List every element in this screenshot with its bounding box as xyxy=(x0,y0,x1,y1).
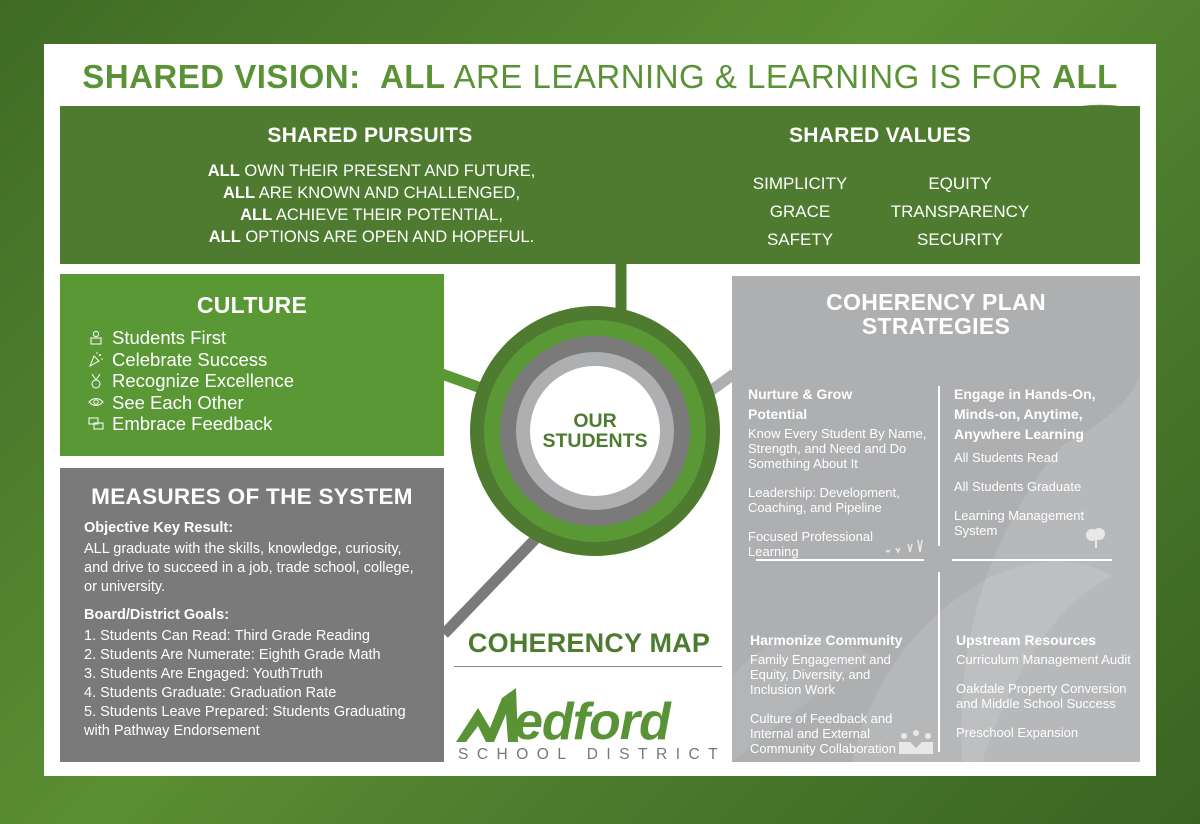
logo-wordmark: edford xyxy=(514,693,671,751)
value-item: TRANSPARENCY xyxy=(890,202,1030,221)
culture-list: Students First Celebrate Success Recogni… xyxy=(86,327,444,435)
strategy-item: Preschool Expansion xyxy=(956,725,1079,740)
goals-list: 1. Students Can Read: Third Grade Readin… xyxy=(84,627,444,741)
pursuit-line: ALL OPTIONS ARE OPEN AND HOPEFUL. xyxy=(208,228,535,246)
goal-item: 5. Students Leave Prepared: Students Gra… xyxy=(84,704,406,739)
culture-item: Students First xyxy=(86,327,444,349)
goal-item: 1. Students Can Read: Third Grade Readin… xyxy=(84,628,370,644)
culture-item: Recognize Excellence xyxy=(86,370,444,392)
okr-text: ALL graduate with the skills, knowledge,… xyxy=(84,541,414,595)
strategy-item: Leadership: Development, Coaching, and P… xyxy=(748,485,900,515)
our-students-label: OUR STUDENTS xyxy=(542,410,648,452)
goal-item: 3. Students Are Engaged: YouthTruth xyxy=(84,666,323,682)
strategy-item: Family Engagement and Equity, Diversity,… xyxy=(750,652,891,697)
shared-pursuits-title: SHARED PURSUITS xyxy=(267,124,473,147)
mountain-m-icon xyxy=(456,688,518,742)
strategy-item: Culture of Feedback and Internal and Ext… xyxy=(750,711,896,756)
sprouts-icon xyxy=(885,539,923,554)
medford-logo: edford SCHOOL DISTRICT xyxy=(456,684,722,768)
quadrant-harmonize: Harmonize Community Family Engagement an… xyxy=(750,630,935,762)
ring-center xyxy=(530,366,660,496)
culture-item: Embrace Feedback xyxy=(86,413,444,435)
party-popper-icon xyxy=(86,351,106,368)
value-item: SAFETY xyxy=(766,230,834,249)
culture-item: See Each Other xyxy=(86,392,444,414)
headline-prefix: SHARED VISION: xyxy=(82,58,361,95)
strategies-panel: COHERENCY PLAN STRATEGIES Nurture & Grow… xyxy=(732,276,1140,762)
strategy-item: Focused Professional Learning xyxy=(748,529,874,559)
strategy-item: Know Every Student By Name, Strength, an… xyxy=(748,426,927,471)
community-icon xyxy=(899,730,933,754)
coherency-map-card: SHARED VISION: ALL ARE LEARNING & LEARNI… xyxy=(44,44,1156,776)
headline-all-1: ALL xyxy=(379,58,446,95)
pursuit-line: ALL ACHIEVE THEIR POTENTIAL, xyxy=(240,206,503,224)
quadrant-engage: Engage in Hands-On, Minds-on, Anytime, A… xyxy=(954,384,1139,552)
divider xyxy=(952,559,1112,561)
quadrant-upstream: Upstream Resources Curriculum Management… xyxy=(956,630,1140,754)
strategy-item: Learning Management System xyxy=(954,508,1085,538)
value-item: SECURITY xyxy=(917,230,1003,249)
headline-middle: ARE LEARNING & LEARNING IS FOR xyxy=(453,58,1043,95)
measures-panel: MEASURES OF THE SYSTEM Objective Key Res… xyxy=(60,468,444,762)
shared-values: SHARED VALUES SIMPLICITY EQUITY GRACE TR… xyxy=(660,124,1100,252)
quadrant-nurture: Nurture & Grow Potential Know Every Stud… xyxy=(748,384,933,573)
quadrant-heading: Nurture & Grow Potential xyxy=(748,386,853,422)
headline-all-2: ALL xyxy=(1052,58,1118,95)
strategies-title: COHERENCY PLAN STRATEGIES xyxy=(826,289,1046,339)
strategy-item: All Students Graduate xyxy=(954,479,1082,494)
strategy-item: Oakdale Property Conversion and Middle S… xyxy=(956,681,1127,711)
shared-vision-headline: SHARED VISION: ALL ARE LEARNING & LEARNI… xyxy=(44,58,1156,111)
culture-title: CULTURE xyxy=(196,292,308,318)
divider xyxy=(938,572,940,752)
measures-title: MEASURES OF THE SYSTEM xyxy=(91,484,413,509)
quadrant-heading: Upstream Resources xyxy=(956,632,1097,648)
culture-item: Celebrate Success xyxy=(86,349,444,371)
student-icon xyxy=(86,330,106,346)
value-item: GRACE xyxy=(769,202,831,221)
shared-banner: SHARED PURSUITS ALL OWN THEIR PRESENT AN… xyxy=(60,106,1140,264)
value-item: EQUITY xyxy=(928,174,992,193)
values-grid: SIMPLICITY EQUITY GRACE TRANSPARENCY SAF… xyxy=(730,172,1030,252)
pursuit-line: ALL OWN THEIR PRESENT AND FUTURE, xyxy=(207,162,536,180)
culture-panel: CULTURE Students First Celebrate Success… xyxy=(60,274,444,456)
chat-bubbles-icon xyxy=(86,416,106,432)
strategy-item: All Students Read xyxy=(954,450,1059,465)
eye-icon xyxy=(86,394,106,410)
pursuit-line: ALL ARE KNOWN AND CHALLENGED, xyxy=(222,184,521,202)
quadrant-heading: Engage in Hands-On, Minds-on, Anytime, A… xyxy=(954,386,1096,442)
goal-item: 4. Students Graduate: Graduation Rate xyxy=(84,685,337,701)
logo-subtitle: SCHOOL DISTRICT xyxy=(458,746,727,763)
strategy-item: Curriculum Management Audit xyxy=(956,652,1131,667)
shared-values-title: SHARED VALUES xyxy=(788,124,972,147)
okr-label: Objective Key Result: xyxy=(84,520,234,536)
brain-tree-icon xyxy=(1086,528,1105,548)
our-students-ring: OUR STUDENTS xyxy=(470,306,720,556)
shared-pursuits: SHARED PURSUITS ALL OWN THEIR PRESENT AN… xyxy=(60,124,680,248)
quadrant-heading: Harmonize Community xyxy=(750,632,903,648)
divider xyxy=(938,386,940,546)
goal-item: 2. Students Are Numerate: Eighth Grade M… xyxy=(84,647,381,663)
medal-icon xyxy=(86,373,106,389)
value-item: SIMPLICITY xyxy=(752,174,848,193)
goals-label: Board/District Goals: xyxy=(84,607,230,623)
divider xyxy=(454,666,722,667)
pursuit-lines: ALL OWN THEIR PRESENT AND FUTURE, ALL AR… xyxy=(60,160,680,248)
divider xyxy=(756,559,924,561)
coherency-map-title: COHERENCY MAP xyxy=(467,628,711,658)
